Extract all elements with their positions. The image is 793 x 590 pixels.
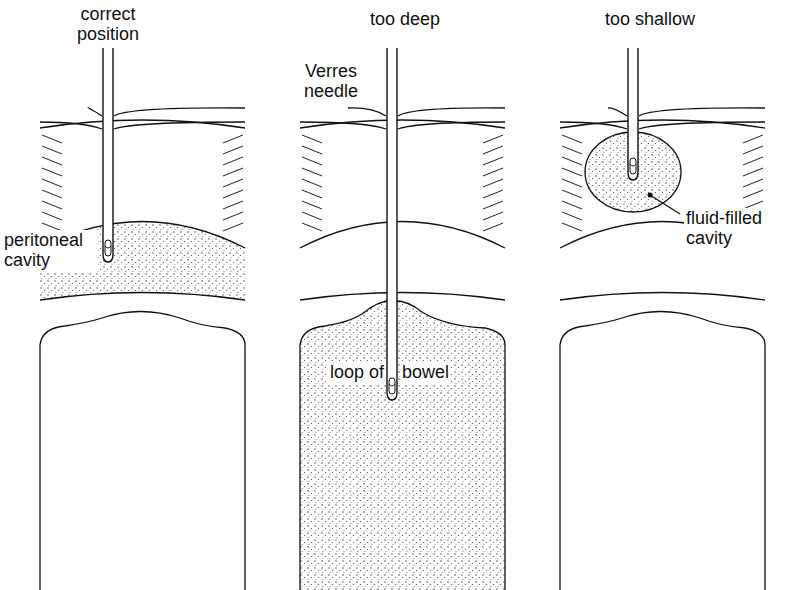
skin-line <box>560 122 765 129</box>
bowel-loop <box>560 312 765 590</box>
needle-tip-detail <box>105 246 111 248</box>
peritoneum-line <box>560 293 765 301</box>
muscle-hatching <box>302 135 503 231</box>
needle-tip-detail <box>389 384 395 386</box>
wall-layer-top <box>560 120 765 128</box>
muscle-hatching <box>42 135 243 231</box>
needle-tip-detail <box>630 164 636 166</box>
needle-stylet <box>105 240 111 256</box>
verres-needle <box>103 48 113 262</box>
part-label: fluid-filled cavity <box>684 208 792 250</box>
verres-needle <box>387 48 397 400</box>
wall-layer-top <box>300 120 505 128</box>
wall-layer-bottom <box>300 222 505 249</box>
part-label: Verres needle <box>290 62 372 102</box>
part-label: loop of <box>328 362 386 384</box>
peritoneum-line <box>40 293 245 301</box>
skin-line <box>300 122 505 129</box>
wall-layer-top <box>40 120 245 128</box>
verres-needle <box>628 48 638 180</box>
leader-line <box>650 195 680 214</box>
part-label: bowel <box>400 362 451 384</box>
panel-title: too deep <box>345 10 465 30</box>
peritoneum-line <box>300 293 505 301</box>
part-label: peritoneal cavity <box>2 230 98 272</box>
bowel-loop <box>40 312 245 590</box>
needle-stylet <box>389 378 395 394</box>
panel-title: correct position <box>58 5 158 45</box>
skin-line <box>348 108 505 116</box>
panel-title: too shallow <box>585 10 715 30</box>
abdominal-wall-panel <box>560 48 765 590</box>
abdominal-wall-panel <box>40 48 245 590</box>
skin-line <box>40 122 245 129</box>
needle-stylet <box>630 158 636 174</box>
abdominal-wall-panel <box>300 48 505 590</box>
bowel-loop <box>300 300 505 590</box>
